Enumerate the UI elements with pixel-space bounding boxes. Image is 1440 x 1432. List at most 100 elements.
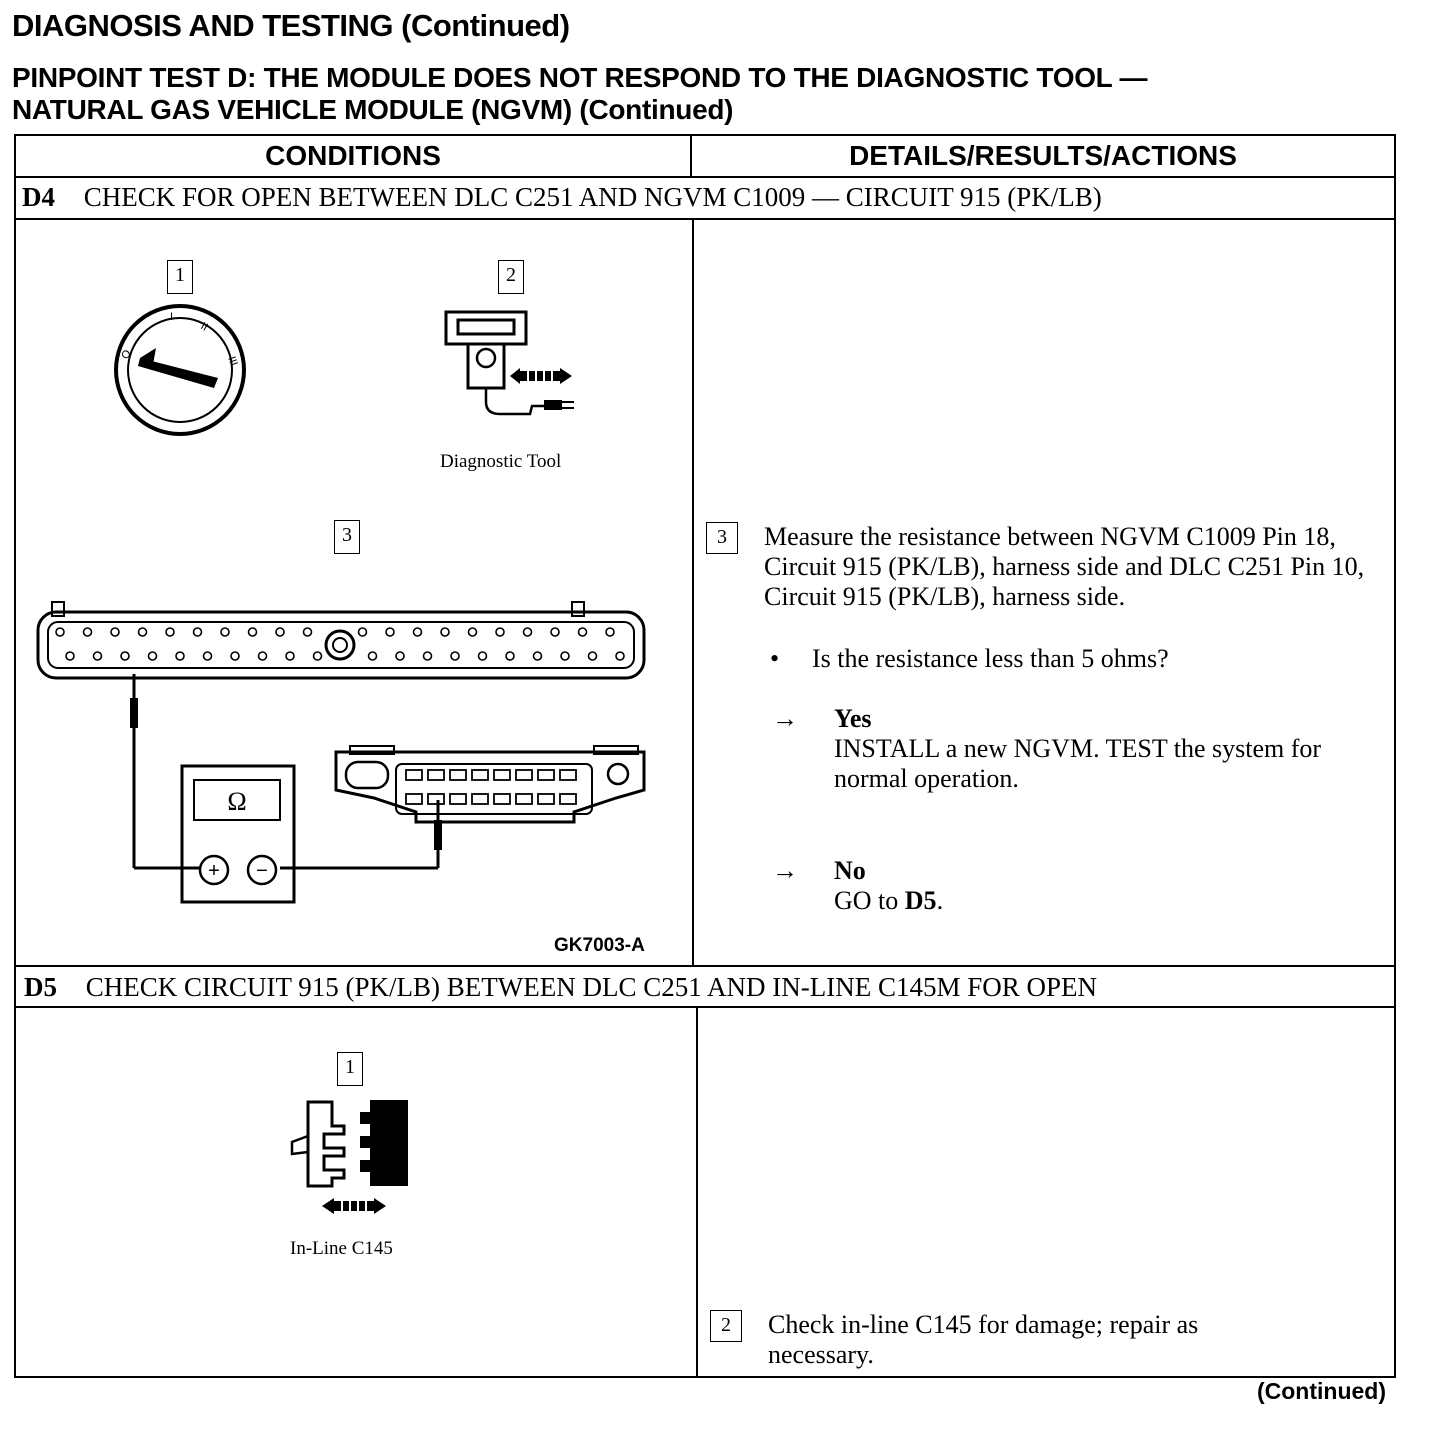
connector-pin: [395, 651, 405, 661]
d4-question: Is the resistance less than 5 ohms?: [812, 644, 1169, 673]
d4-step-id: D4: [22, 182, 55, 212]
header-divider: [14, 176, 1396, 178]
connector-pin: [247, 627, 258, 637]
connector-pin: [65, 651, 75, 661]
connector-pin: [385, 627, 395, 637]
d4-detail-number: 3: [706, 522, 738, 554]
dlc-pin: [493, 769, 511, 781]
d4-yes-label: Yes: [834, 704, 872, 733]
connector-pin: [412, 627, 423, 637]
svg-text:III: III: [225, 355, 239, 368]
svg-text:I: I: [170, 311, 173, 323]
connector-pin: [175, 651, 185, 661]
plus-terminal: +: [208, 860, 220, 882]
connector-pin: [477, 651, 488, 661]
ohm-symbol: Ω: [227, 787, 246, 816]
connector-pin: [220, 627, 230, 637]
d5-detail-text: Check in-line C145 for damage; repair as…: [768, 1310, 1199, 1369]
continued-label: (Continued): [1256, 1378, 1386, 1404]
connector-pin: [605, 627, 615, 637]
dlc-pin: [471, 793, 489, 805]
inline-c145-caption: In-Line C145: [290, 1238, 393, 1259]
dlc-pin: [515, 769, 533, 781]
test-lead-wiring: [130, 674, 442, 870]
connector-pin: [450, 651, 460, 661]
minus-terminal: −: [256, 860, 268, 882]
dlc-pin: [427, 769, 445, 781]
connector-pin: [467, 627, 478, 637]
connector-pin: [302, 627, 313, 637]
connector-pin: [560, 651, 570, 661]
d4-no-text-prefix: GO to: [834, 886, 905, 915]
d5-title-divider: [14, 1006, 1396, 1008]
dlc-pin: [471, 769, 489, 781]
svg-text:II: II: [199, 320, 210, 333]
dlc-pin: [405, 793, 423, 805]
d5-detail-number: 2: [710, 1310, 742, 1342]
inline-c145-connector-icon: [290, 1100, 408, 1214]
dlc-pin: [559, 769, 577, 781]
test-title-line2: NATURAL GAS VEHICLE MODULE (NGVM) (Conti…: [12, 94, 734, 125]
d4-no-text-suffix: .: [936, 886, 944, 915]
connector-pin: [285, 651, 295, 661]
dlc-pin: [449, 769, 467, 781]
dlc-pin: [449, 793, 467, 805]
d5-step-title: D5 CHECK CIRCUIT 915 (PK/LB) BETWEEN DLC…: [24, 972, 1097, 1003]
d4-fig2-number: 2: [498, 260, 524, 294]
header-column-divider: [690, 134, 692, 177]
connector-pin: [55, 627, 65, 637]
test-title-line1: PINPOINT TEST D: THE MODULE DOES NOT RES…: [12, 62, 1148, 93]
connector-pin: [165, 627, 175, 637]
connector-pin: [147, 651, 158, 661]
connector-pin: [257, 651, 268, 661]
connector-pin: [275, 627, 285, 637]
connector-pin: [422, 651, 433, 661]
connector-pin: [587, 651, 598, 661]
connector-pin: [357, 627, 368, 637]
d4-step-text: CHECK FOR OPEN BETWEEN DLC C251 AND NGVM…: [83, 182, 1102, 212]
ignition-switch-icon: O I II III: [114, 304, 246, 436]
connector-pin: [522, 627, 533, 637]
d4-fig3-number: 3: [334, 520, 360, 554]
d5-top-divider: [14, 965, 1396, 967]
dlc-pin: [537, 769, 555, 781]
diagnostic-tool-icon: [444, 310, 574, 416]
connector-pin: [82, 627, 93, 637]
d5-column-divider: [696, 1006, 698, 1378]
column-header-conditions: CONDITIONS: [265, 140, 441, 171]
dlc-pin: [493, 793, 511, 805]
d4-no-label: No: [834, 856, 866, 885]
d4-no-text: GO to D5.: [834, 886, 943, 916]
dlc-pin: [515, 793, 533, 805]
d4-figure-code: GK7003-A: [554, 935, 645, 956]
d4-step-title: D4 CHECK FOR OPEN BETWEEN DLC C251 AND N…: [22, 182, 1102, 213]
d5-fig1-number: 1: [337, 1052, 363, 1086]
goto-d5-link[interactable]: D5: [904, 886, 937, 915]
connector-pin: [120, 651, 130, 661]
connector-pin: [550, 627, 560, 637]
dlc-pin: [427, 793, 445, 805]
connector-pin: [577, 627, 588, 637]
d4-yes-text: INSTALL a new NGVM. TEST the system for …: [834, 734, 1322, 793]
connector-pin: [137, 627, 148, 637]
dlc-pin: [405, 769, 423, 781]
connector-pin: [192, 627, 203, 637]
ngvm-connector-c1009-icon: [36, 601, 646, 680]
connector-pin: [367, 651, 378, 661]
connector-pin: [615, 651, 625, 661]
dlc-pin: [559, 793, 577, 805]
d4-fig1-number: 1: [167, 260, 193, 294]
d4-yes-arrow: →: [772, 704, 798, 733]
connector-pin: [505, 651, 515, 661]
d4-detail-text: Measure the resistance between NGVM C100…: [764, 522, 1365, 611]
connector-pin: [495, 627, 505, 637]
connector-pin: [110, 627, 120, 637]
column-header-details: DETAILS/RESULTS/ACTIONS: [849, 140, 1237, 171]
connector-pin: [202, 651, 213, 661]
ohmmeter-icon: Ω + −: [180, 764, 296, 904]
dlc-connector-c251-icon: [334, 745, 646, 824]
pinpoint-table: [14, 134, 1396, 1378]
page-title: DIAGNOSIS AND TESTING (Continued): [12, 8, 570, 43]
connector-pin: [312, 651, 323, 661]
dlc-pin: [537, 793, 555, 805]
